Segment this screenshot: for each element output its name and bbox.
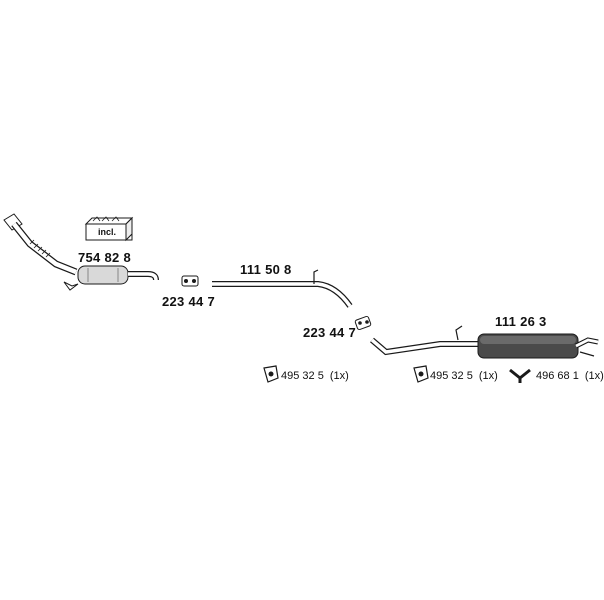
middle-pipe-part-number: 111 50 8 xyxy=(240,262,292,277)
rear-clamp-icon xyxy=(354,315,372,331)
mounting-kit-label: incl. xyxy=(98,227,117,237)
rear-clamp-part-number: 223 44 7 xyxy=(303,325,357,340)
catalytic-converter-icon xyxy=(3,213,159,291)
rubber-mount-right-quantity: (1x) xyxy=(478,370,498,382)
y-hanger-label: 496 68 1 (1x) xyxy=(536,371,604,382)
y-hanger-icon xyxy=(509,368,531,383)
rubber-mount-left-quantity: (1x) xyxy=(329,370,349,382)
front-clamp-part-number: 223 44 7 xyxy=(162,294,216,309)
rubber-mount-right-part-number: 495 32 5 xyxy=(430,370,473,382)
rear-silencer-icon xyxy=(370,325,599,359)
rubber-mount-left-label: 495 32 5 (1x) xyxy=(281,371,349,382)
rear-silencer-part-number: 111 26 3 xyxy=(495,314,547,329)
rubber-mount-left-part-number: 495 32 5 xyxy=(281,370,324,382)
rubber-mount-right-label: 495 32 5 (1x) xyxy=(430,371,498,382)
y-hanger-quantity: (1x) xyxy=(584,370,604,382)
mounting-kit-box-icon xyxy=(84,216,134,242)
middle-pipe-icon xyxy=(212,269,353,308)
catalytic-converter-part-number: 754 82 8 xyxy=(78,250,132,265)
front-clamp-icon xyxy=(181,275,199,287)
rubber-mount-left-icon xyxy=(263,365,279,383)
y-hanger-part-number: 496 68 1 xyxy=(536,370,579,382)
rubber-mount-right-icon xyxy=(413,365,429,383)
